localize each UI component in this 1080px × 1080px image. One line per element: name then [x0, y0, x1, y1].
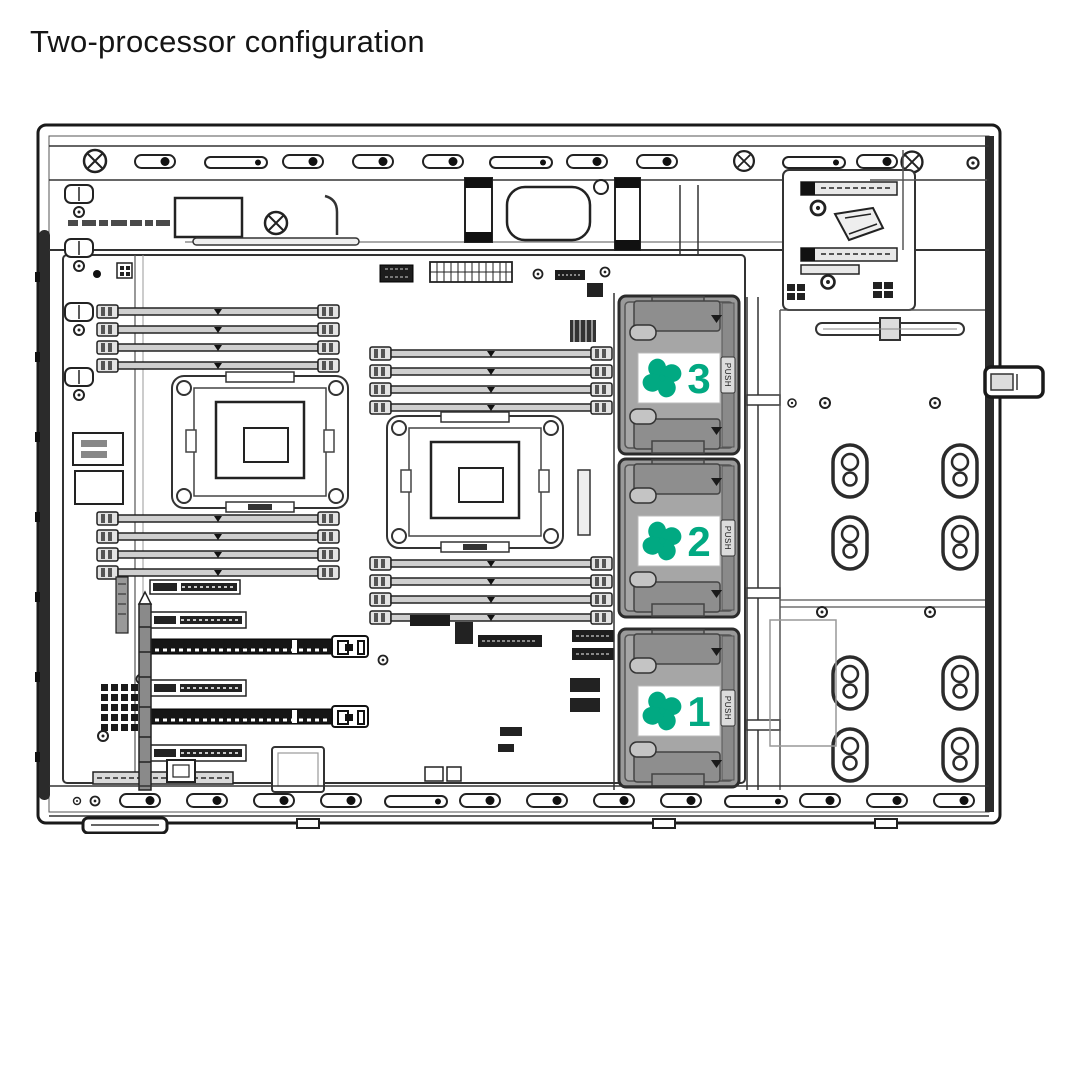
vent-slot-right	[614, 177, 641, 251]
cpu-socket-2	[385, 410, 565, 554]
left-io-brackets	[64, 184, 153, 791]
power-connector-plug	[833, 206, 885, 242]
fan-number-3: 3	[687, 355, 710, 402]
cpu-socket-1	[170, 370, 350, 514]
fan-number-1: 1	[687, 688, 710, 735]
fan-number-2: 2	[687, 518, 710, 565]
vrm-heatsink	[570, 320, 596, 342]
vent-slot-left	[464, 177, 493, 243]
panel-cutout-outline	[769, 619, 837, 747]
header-strip	[115, 576, 129, 634]
front-panel-header	[116, 262, 133, 279]
fan-module-3: 3 PUSH	[617, 294, 741, 456]
sata-connectors	[570, 630, 614, 712]
motherboard	[62, 254, 746, 793]
chassis-feet	[81, 816, 898, 834]
power-bracket-board	[782, 150, 987, 341]
fan-push-label: PUSH	[723, 363, 732, 387]
guide-rod	[137, 590, 153, 791]
fan-module-2: 2 PUSH	[617, 457, 741, 619]
bottom-rail	[49, 785, 989, 817]
fan-push-label: PUSH	[723, 526, 732, 550]
drive-bay-panel	[769, 309, 985, 790]
chipset-heatsink	[97, 673, 147, 742]
small-ic	[455, 622, 473, 644]
fan-module-1: 1 PUSH	[617, 627, 741, 789]
tray-bracket	[324, 194, 339, 235]
storage-connector	[149, 579, 241, 595]
bios-chip	[271, 746, 325, 793]
board-marking	[68, 220, 170, 226]
gpu-power-connector	[379, 264, 414, 283]
rear-io-edge	[92, 727, 522, 785]
oval-cutout	[505, 185, 592, 242]
usb-port-block	[72, 432, 124, 505]
atx-power-connector	[429, 261, 513, 283]
side-latch-tab	[983, 365, 1045, 399]
page-title: Two-processor configuration	[30, 24, 425, 59]
fan-push-label: PUSH	[723, 696, 732, 720]
server-chassis-diagram: 3 PUSH 2 PUSH 1 PUSH	[35, 123, 1045, 834]
tray-cutout	[173, 196, 244, 239]
chassis-left-gasket	[39, 230, 50, 800]
